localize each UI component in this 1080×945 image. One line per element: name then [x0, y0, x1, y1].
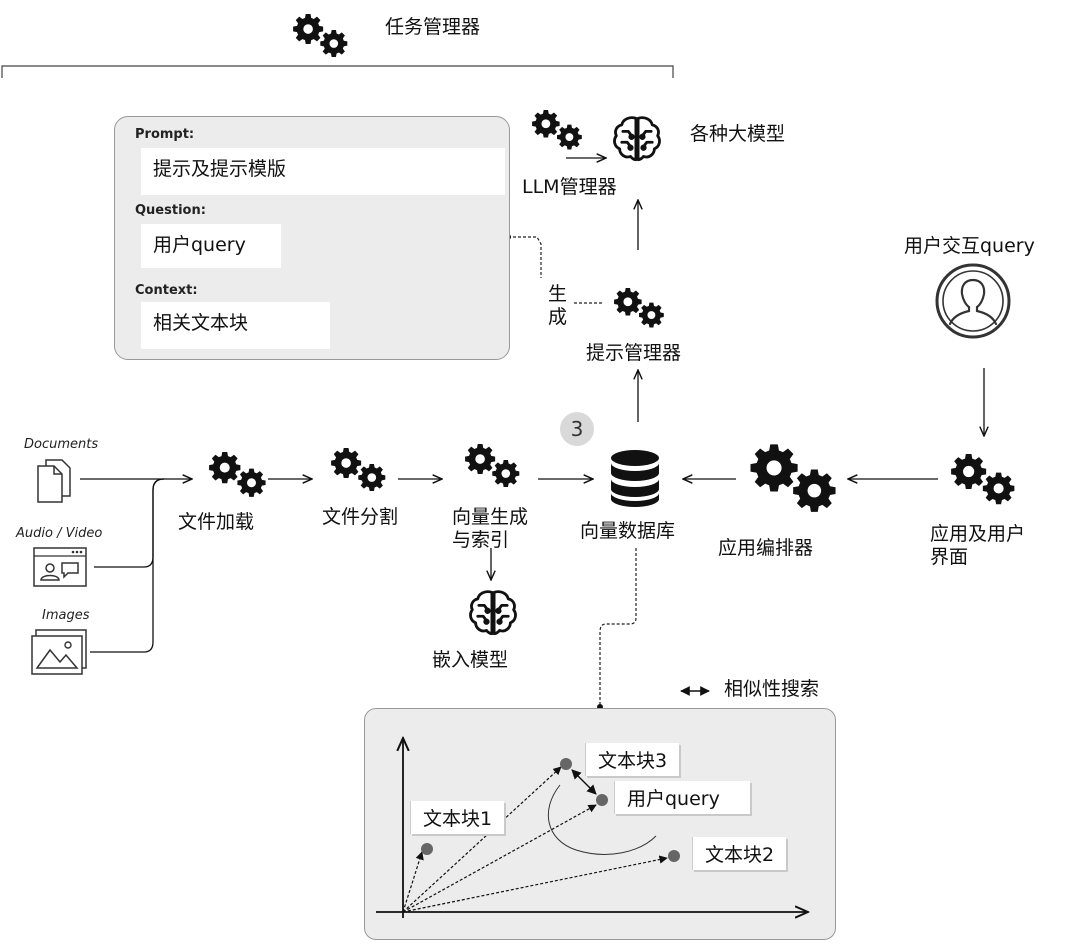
images-label: Images — [42, 608, 90, 623]
models-label: 各种大模型 — [690, 123, 786, 145]
app-ui-label: 应用及用户 界面 — [930, 523, 1025, 569]
chunk1-point — [421, 843, 433, 855]
similarity-search-label: 相似性搜索 — [724, 678, 820, 700]
vector-db-label: 向量数据库 — [580, 520, 676, 542]
embedding-model-label: 嵌入模型 — [432, 649, 509, 671]
database-icon — [611, 450, 659, 507]
app-ui-line2: 界面 — [930, 545, 969, 568]
chunk2-point — [668, 850, 680, 862]
chunk3-point — [560, 758, 572, 770]
task-manager-label: 任务管理器 — [385, 16, 481, 38]
orchestrator-label: 应用编排器 — [718, 537, 814, 559]
file-loading-label: 文件加载 — [178, 511, 255, 533]
context-field-value: 相关文本块 — [141, 302, 330, 349]
vector-gen-line1: 向量生成 — [452, 506, 529, 528]
video-icon — [33, 547, 87, 587]
audio-video-label: Audio / Video — [16, 526, 103, 541]
file-split-label: 文件分割 — [322, 506, 399, 528]
question-field-value: 用户query — [141, 224, 281, 268]
documents-label: Documents — [24, 437, 99, 452]
chunk3-label: 文本块3 — [585, 743, 680, 776]
step-number-badge: 3 — [560, 412, 594, 446]
generate-text: 生成 — [548, 283, 568, 328]
query-label: 用户query — [614, 781, 750, 814]
chunk1-label: 文本块1 — [410, 801, 505, 834]
prompt-template-panel: Prompt: 提示及提示模版 Question: 用户query Contex… — [114, 116, 510, 360]
prompt-field-label: Prompt: — [135, 127, 195, 142]
user-avatar-icon — [935, 263, 1011, 339]
llm-manager-label: LLM管理器 — [522, 176, 617, 198]
document-icon — [37, 459, 71, 503]
image-icon — [31, 629, 87, 675]
generate-label: 生成 — [548, 283, 570, 329]
question-field-label: Question: — [135, 203, 206, 218]
prompt-manager-label: 提示管理器 — [586, 342, 682, 364]
user-query-label: 用户交互query — [904, 235, 1035, 257]
chunk2-label: 文本块2 — [692, 837, 787, 870]
query-point — [596, 794, 608, 806]
vector-gen-label: 向量生成 与索引 — [452, 506, 528, 552]
vector-gen-line2: 与索引 — [452, 528, 510, 551]
prompt-field-value: 提示及提示模版 — [141, 148, 505, 195]
context-field-label: Context: — [135, 283, 198, 298]
app-ui-line1: 应用及用户 — [930, 523, 1026, 545]
